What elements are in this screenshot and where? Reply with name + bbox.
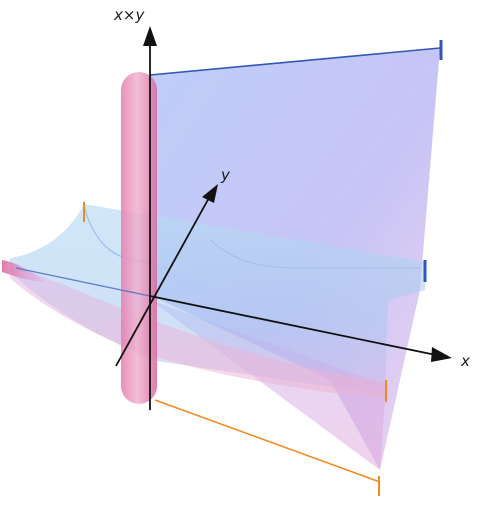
sheet-fold-curve-2 bbox=[209, 239, 420, 269]
x-axis-arrow bbox=[431, 347, 452, 362]
bottom-orange-edge-a bbox=[154, 399, 381, 483]
z-axis-arrow bbox=[143, 26, 157, 46]
y-axis-line bbox=[115, 195, 211, 367]
sheet-blue-line bbox=[15, 267, 151, 297]
top-blue-edge bbox=[149, 47, 441, 76]
left-tip-surface bbox=[2, 260, 46, 282]
x-axis-line bbox=[149, 295, 437, 356]
vertical-tube-surface bbox=[121, 72, 157, 404]
z-axis-label: x×y bbox=[113, 6, 145, 24]
x-axis-label: x bbox=[460, 352, 470, 370]
front-ridge-surface bbox=[10, 265, 388, 398]
y-axis-arrow bbox=[202, 184, 218, 203]
horizontal-sheet-surface bbox=[10, 204, 426, 395]
y-axis-label: y bbox=[220, 166, 231, 184]
